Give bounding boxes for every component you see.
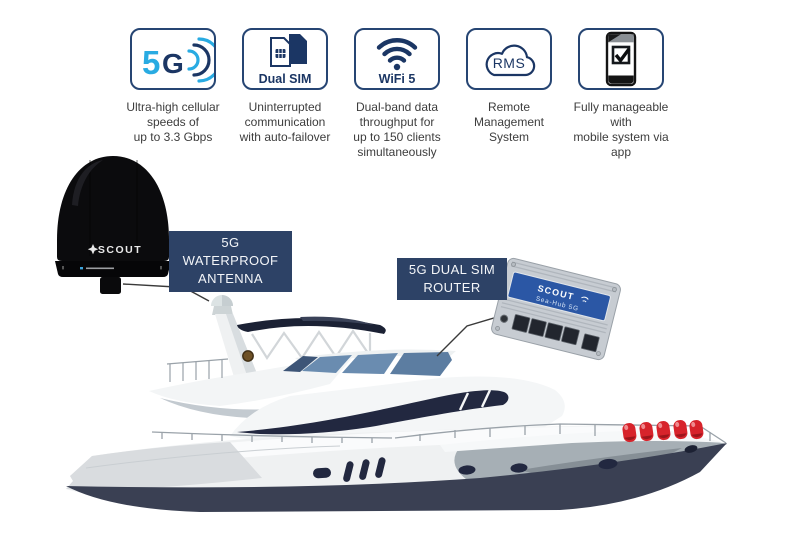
yacht-illustration bbox=[66, 295, 727, 512]
case-screws bbox=[495, 262, 617, 356]
antenna-mount bbox=[100, 277, 121, 294]
portholes bbox=[313, 445, 698, 482]
hardtop-truss bbox=[251, 329, 372, 361]
wifi-icon: WiFi 5 bbox=[354, 28, 440, 90]
rms-label: RMS bbox=[493, 55, 526, 71]
feature-app-caption: Fully manageable with mobile system via … bbox=[573, 100, 669, 159]
feature-wifi-caption: Dual-band data throughput for up to 150 … bbox=[353, 100, 441, 159]
feature-rms-caption: Remote Management System bbox=[473, 100, 545, 144]
rms-cloud-icon: RMS bbox=[466, 28, 552, 90]
salon-windows bbox=[237, 389, 509, 435]
ethernet-ports bbox=[511, 314, 600, 353]
feature-dual-sim-caption: Uninterrupted communication with auto-fa… bbox=[239, 100, 331, 144]
5g-letter: G bbox=[162, 48, 184, 79]
hardtop bbox=[237, 316, 386, 334]
feature-5g: 5 G Ultra-high cellular speeds of up to … bbox=[117, 28, 229, 160]
bow-fenders bbox=[622, 420, 704, 443]
smartphone-check-icon bbox=[578, 28, 664, 90]
5g-signal-icon: 5 G bbox=[130, 28, 216, 90]
compass-star-icon bbox=[87, 244, 99, 255]
antenna-callout-line2: ANTENNA bbox=[198, 271, 263, 287]
feature-rms: RMS Remote Management System bbox=[453, 28, 565, 160]
dual-sim-icon: Dual SIM bbox=[242, 28, 328, 90]
feature-5g-caption: Ultra-high cellular speeds of up to 3.3 … bbox=[126, 100, 220, 144]
router-callout: 5G DUAL SIM ROUTER bbox=[397, 258, 507, 301]
windshield bbox=[283, 352, 452, 376]
feature-row: 5 G Ultra-high cellular speeds of up to … bbox=[0, 28, 794, 160]
antenna-callout: 5G WATERPROOF ANTENNA bbox=[169, 231, 292, 292]
feature-dual-sim: Dual SIM Uninterrupted communication wit… bbox=[229, 28, 341, 160]
flybridge-railing bbox=[166, 358, 229, 382]
waterproof-antenna: SCOUT bbox=[55, 156, 171, 294]
power-jack bbox=[500, 314, 509, 323]
dual-sim-router: SCOUT Sea-Hub 5G bbox=[491, 257, 621, 361]
feature-app: Fully manageable with mobile system via … bbox=[565, 28, 677, 160]
wifi-label: WiFi 5 bbox=[379, 72, 416, 86]
hull-keel bbox=[66, 443, 727, 512]
antenna-brand: SCOUT bbox=[98, 244, 142, 256]
feature-wifi: WiFi 5 Dual-band data throughput for up … bbox=[341, 28, 453, 160]
5g-digit: 5 bbox=[142, 44, 160, 81]
router-callout-line2: ROUTER bbox=[423, 280, 481, 296]
router-callout-line1: 5G DUAL SIM bbox=[408, 262, 496, 277]
dual-sim-label: Dual SIM bbox=[259, 72, 312, 86]
antenna-callout-line1: 5G WATERPROOF bbox=[182, 235, 279, 269]
boat-antenna-dome bbox=[211, 295, 233, 315]
arch-porthole bbox=[242, 350, 254, 362]
